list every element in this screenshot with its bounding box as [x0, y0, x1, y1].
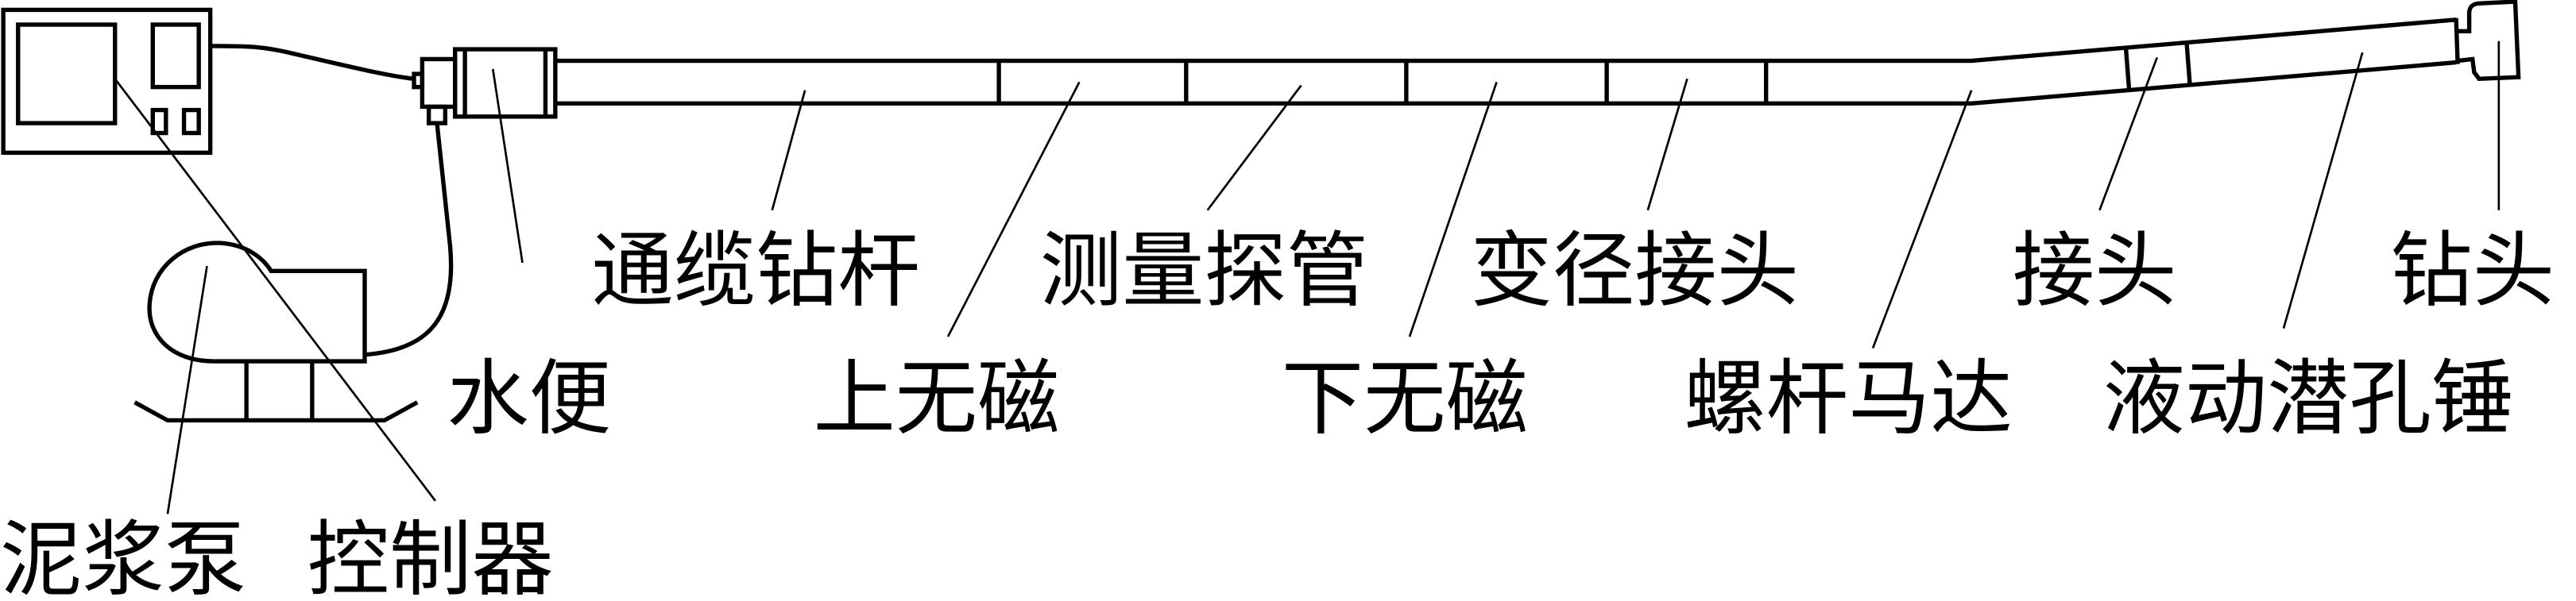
- label-pump: 泥浆泵: [0, 512, 246, 601]
- label-controller: 控制器: [307, 512, 554, 601]
- label-upper-nonmag: 上无磁: [813, 352, 1059, 447]
- label-reducer: 变径接头: [1471, 223, 1799, 318]
- drill-string: [555, 17, 2457, 106]
- mud-hose: [364, 122, 454, 357]
- label-joint: 接头: [2013, 223, 2177, 318]
- label-motor: 螺杆马达: [1684, 352, 2012, 447]
- mud-pump: [133, 241, 419, 423]
- label-swivel: 水便: [447, 352, 611, 447]
- leader-lines: [114, 40, 2501, 514]
- label-lower-nonmag: 下无磁: [1282, 352, 1528, 447]
- drill-bit: [2454, 0, 2521, 82]
- label-drill-rod: 通缆钻杆: [591, 223, 919, 318]
- label-bit: 钻头: [2390, 223, 2555, 318]
- label-hammer: 液动潜孔锤: [2103, 352, 2514, 447]
- controller: [1, 7, 213, 156]
- signal-cable: [210, 44, 415, 81]
- water-swivel: [412, 47, 558, 125]
- label-probe: 测量探管: [1040, 223, 1368, 318]
